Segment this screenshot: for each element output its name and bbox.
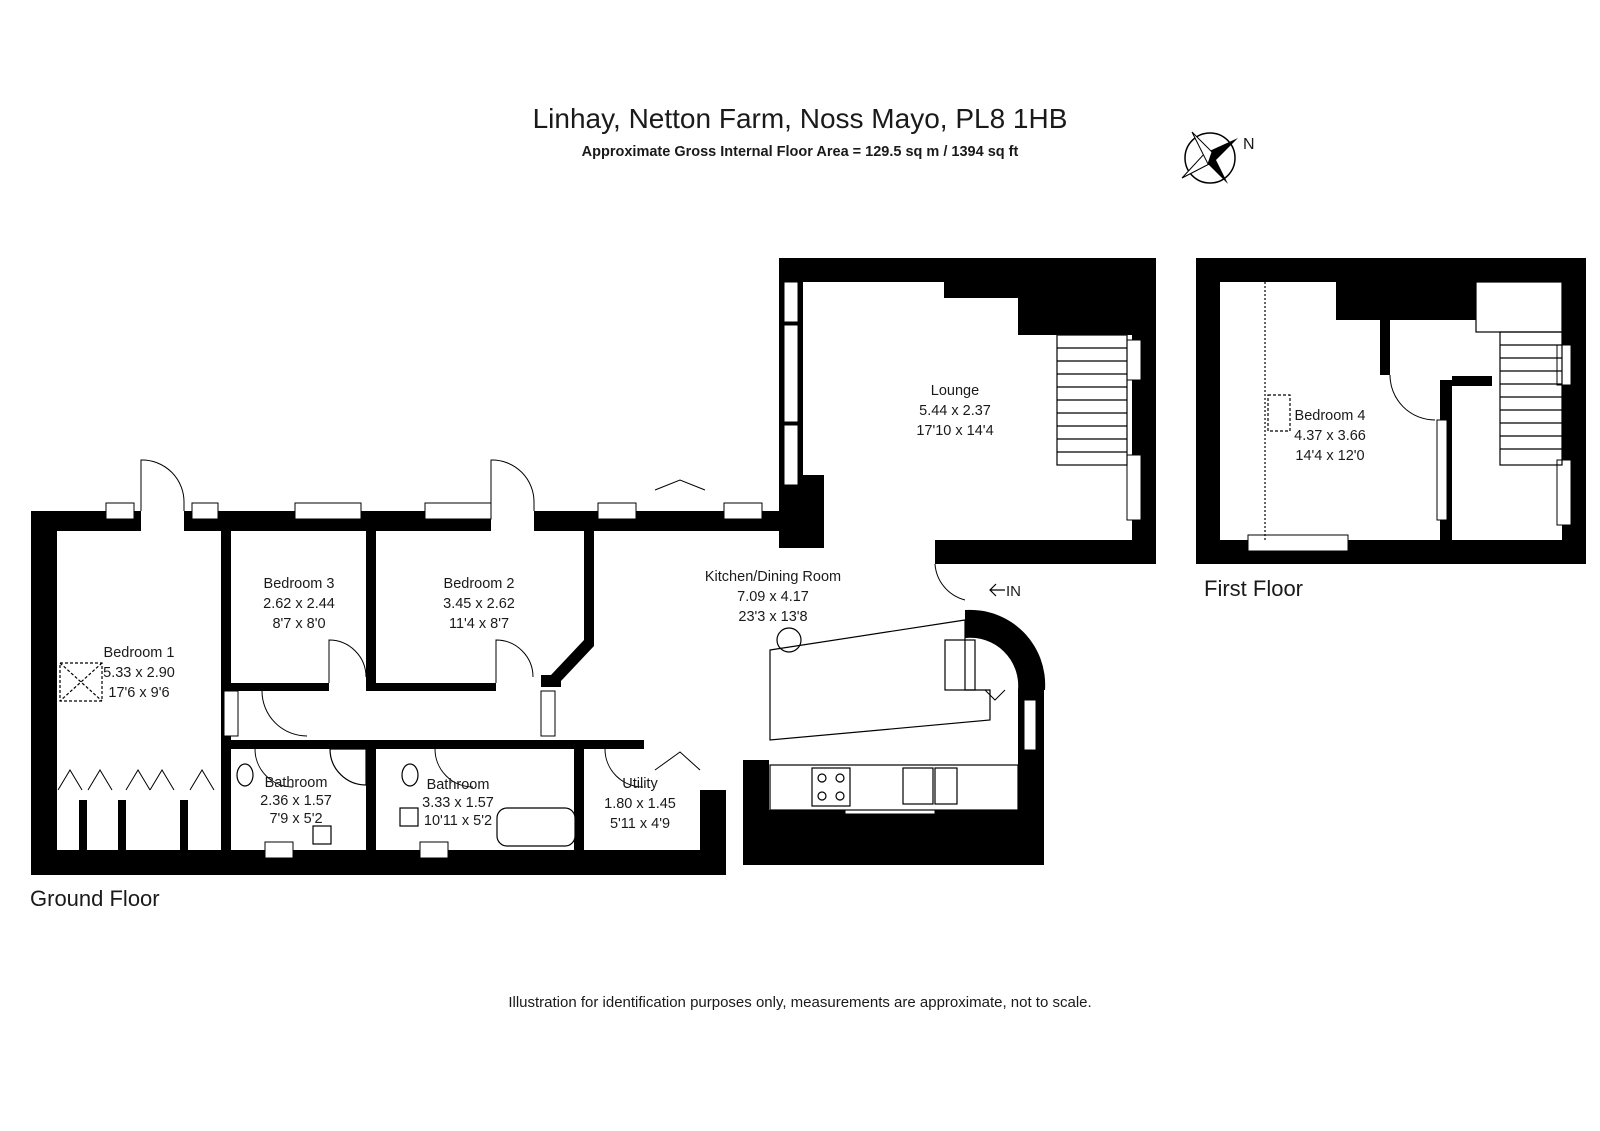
ground-floor-label: Ground Floor bbox=[30, 886, 160, 911]
room-label-bedroom-3: Bedroom 3 2.62 x 2.44 8'7 x 8'0 bbox=[263, 576, 335, 632]
room-label-bedroom-2: Bedroom 2 3.45 x 2.62 11'4 x 8'7 bbox=[443, 576, 515, 632]
svg-text:Bedroom 2: Bedroom 2 bbox=[444, 576, 515, 592]
svg-text:5'11 x 4'9: 5'11 x 4'9 bbox=[610, 816, 670, 832]
svg-text:14'4 x 12'0: 14'4 x 12'0 bbox=[1295, 448, 1364, 464]
skylight-icon bbox=[59, 662, 103, 702]
first-floor-label: First Floor bbox=[1204, 576, 1303, 601]
table-icon bbox=[776, 627, 802, 653]
svg-text:17'6 x 9'6: 17'6 x 9'6 bbox=[108, 685, 169, 701]
svg-text:2.36 x 1.57: 2.36 x 1.57 bbox=[260, 793, 332, 809]
lounge-staircase bbox=[1056, 334, 1128, 466]
hob-icon bbox=[811, 767, 851, 807]
shower-icon bbox=[329, 748, 367, 786]
sink-icon bbox=[902, 767, 934, 805]
svg-text:4.37 x 3.66: 4.37 x 3.66 bbox=[1294, 428, 1366, 444]
svg-text:Bedroom 4: Bedroom 4 bbox=[1295, 408, 1366, 424]
room-label-bathroom-2: Bathroom 3.33 x 1.57 10'11 x 5'2 bbox=[422, 777, 494, 829]
room-label-bathroom-1: Bathroom 2.36 x 1.57 7'9 x 5'2 bbox=[260, 775, 332, 827]
svg-text:5.33 x 2.90: 5.33 x 2.90 bbox=[103, 665, 175, 681]
room-label-bedroom-1: Bedroom 1 5.33 x 2.90 17'6 x 9'6 bbox=[103, 645, 175, 701]
room-label-lounge: Lounge 5.44 x 2.37 17'10 x 14'4 bbox=[916, 383, 993, 439]
first-floor-staircase bbox=[1264, 281, 1563, 540]
floor-area-summary: Approximate Gross Internal Floor Area = … bbox=[582, 144, 1019, 160]
first-floor-windows bbox=[1247, 344, 1572, 552]
svg-text:23'3 x 13'8: 23'3 x 13'8 bbox=[738, 609, 807, 625]
svg-text:7'9 x 5'2: 7'9 x 5'2 bbox=[269, 811, 322, 827]
svg-text:3.33 x 1.57: 3.33 x 1.57 bbox=[422, 795, 494, 811]
svg-text:Utility: Utility bbox=[622, 776, 658, 792]
disclaimer-note: Illustration for identification purposes… bbox=[508, 994, 1091, 1011]
basin-icon bbox=[399, 807, 419, 827]
svg-text:3.45 x 2.62: 3.45 x 2.62 bbox=[443, 596, 515, 612]
svg-text:1.80 x 1.45: 1.80 x 1.45 bbox=[604, 796, 676, 812]
svg-text:2.62 x 2.44: 2.62 x 2.44 bbox=[263, 596, 335, 612]
svg-text:11'4 x 8'7: 11'4 x 8'7 bbox=[449, 616, 509, 632]
compass-north-label: N bbox=[1243, 136, 1255, 153]
first-floor-walls bbox=[1196, 258, 1586, 564]
svg-text:Bedroom 3: Bedroom 3 bbox=[264, 576, 335, 592]
compass-rose-icon bbox=[1181, 131, 1238, 184]
svg-text:7.09 x 4.17: 7.09 x 4.17 bbox=[737, 589, 809, 605]
svg-text:10'11 x 5'2: 10'11 x 5'2 bbox=[424, 813, 492, 829]
ground-floor-fixtures bbox=[59, 627, 1019, 847]
basin-icon bbox=[312, 825, 332, 845]
entrance-label: IN bbox=[1006, 583, 1021, 600]
svg-text:Lounge: Lounge bbox=[931, 383, 979, 399]
room-label-kitchen-dining: Kitchen/Dining Room 7.09 x 4.17 23'3 x 1… bbox=[705, 569, 841, 625]
room-label-utility: Utility 1.80 x 1.45 5'11 x 4'9 bbox=[604, 776, 676, 832]
svg-text:8'7 x 8'0: 8'7 x 8'0 bbox=[272, 616, 325, 632]
room-label-bedroom-4: Bedroom 4 4.37 x 3.66 14'4 x 12'0 bbox=[1294, 408, 1366, 464]
svg-text:Bathroom: Bathroom bbox=[427, 777, 490, 793]
svg-text:Bedroom 1: Bedroom 1 bbox=[104, 645, 175, 661]
toilet-icon bbox=[401, 763, 419, 787]
toilet-icon bbox=[236, 763, 254, 787]
svg-text:17'10 x 14'4: 17'10 x 14'4 bbox=[916, 423, 993, 439]
ground-floor-walls bbox=[31, 258, 1156, 875]
skylight-icon bbox=[1267, 394, 1291, 432]
plan-title: Linhay, Netton Farm, Noss Mayo, PL8 1HB bbox=[533, 103, 1068, 134]
svg-text:Kitchen/Dining Room: Kitchen/Dining Room bbox=[705, 569, 841, 585]
ground-floor-doors bbox=[57, 459, 1006, 791]
svg-text:Bathroom: Bathroom bbox=[265, 775, 328, 791]
svg-text:5.44 x 2.37: 5.44 x 2.37 bbox=[919, 403, 991, 419]
bathtub-icon bbox=[496, 807, 576, 847]
